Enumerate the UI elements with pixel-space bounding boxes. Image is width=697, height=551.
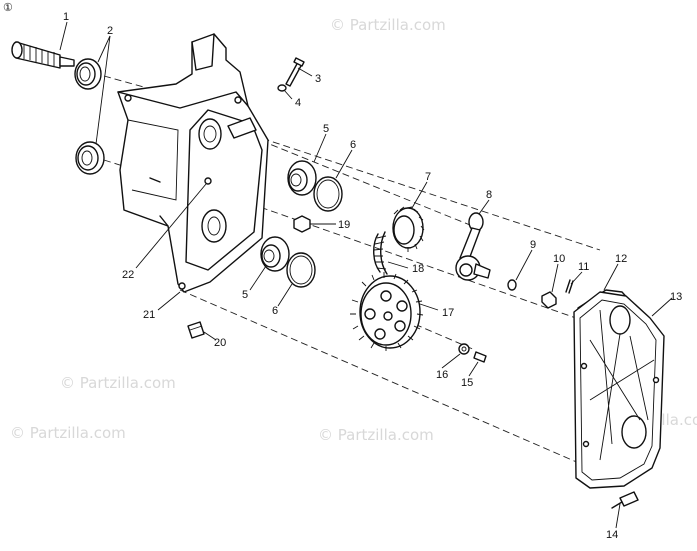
watermarks: © Partzilla.com © Partzilla.com © Partzi…: [10, 16, 697, 444]
bottom-sprocket: [350, 272, 424, 351]
bearing-lower: [260, 236, 290, 272]
callout-7: 7: [425, 171, 431, 183]
bolt: [285, 57, 305, 87]
watermark-1: © Partzilla.com: [10, 424, 126, 442]
callout-17: 17: [442, 307, 454, 319]
callout-3: 3: [315, 73, 321, 85]
callout-16: 16: [436, 369, 448, 381]
callout-5-lower: 5: [242, 289, 248, 301]
washer-small: [277, 84, 287, 92]
callout-10: 10: [553, 253, 565, 265]
washer-9: [507, 279, 517, 291]
callout-11: 11: [578, 261, 589, 273]
oil-seal-lower: [75, 141, 105, 175]
callout-12: 12: [615, 253, 627, 265]
drain-plug: [187, 321, 205, 339]
nut-10: [541, 291, 557, 309]
callout-22: 22: [122, 269, 134, 281]
callout-5: 5: [323, 123, 329, 135]
callout-21: 21: [143, 309, 155, 321]
callout-20: 20: [214, 337, 226, 349]
leader-lines: [59, 21, 673, 529]
top-sprocket: [392, 206, 425, 252]
callout-2: 2: [107, 25, 113, 37]
callout-labels: 1 2 3 4 5 6 7 8 9 10 11 12 13 14 15 16 1…: [63, 11, 682, 541]
input-shaft: [11, 41, 75, 69]
nut-19: [293, 215, 311, 233]
snap-ring-lower: [286, 252, 316, 288]
screw-15: [473, 351, 487, 363]
callout-4: 4: [295, 97, 301, 109]
chaincase-housing: [117, 33, 269, 293]
oil-seal-upper: [74, 58, 102, 90]
chaincase-cover: [573, 291, 665, 489]
tensioner-arm: [455, 212, 491, 281]
bearing-upper: [287, 160, 317, 196]
washer-16: [458, 343, 470, 355]
watermark-3: © Partzilla.com: [318, 426, 434, 444]
screw-22: [204, 177, 212, 185]
callout-13: 13: [670, 291, 682, 303]
callout-18: 18: [412, 263, 424, 275]
callout-14: 14: [606, 529, 618, 541]
cotter-pin: [565, 279, 574, 294]
callout-15: 15: [461, 377, 473, 389]
watermark-2: © Partzilla.com: [60, 374, 176, 392]
snap-ring-upper: [313, 176, 343, 212]
callout-1: 1: [63, 11, 69, 23]
corner-mark: ①: [3, 2, 13, 14]
cover-bolt: [611, 491, 639, 509]
callout-19: 19: [338, 219, 350, 231]
watermark-4: © Partzilla.com: [330, 16, 446, 34]
callout-8: 8: [486, 189, 492, 201]
callout-6-lower: 6: [272, 305, 278, 317]
callout-6: 6: [350, 139, 356, 151]
callout-9: 9: [530, 239, 536, 251]
drive-chain: [373, 231, 388, 275]
